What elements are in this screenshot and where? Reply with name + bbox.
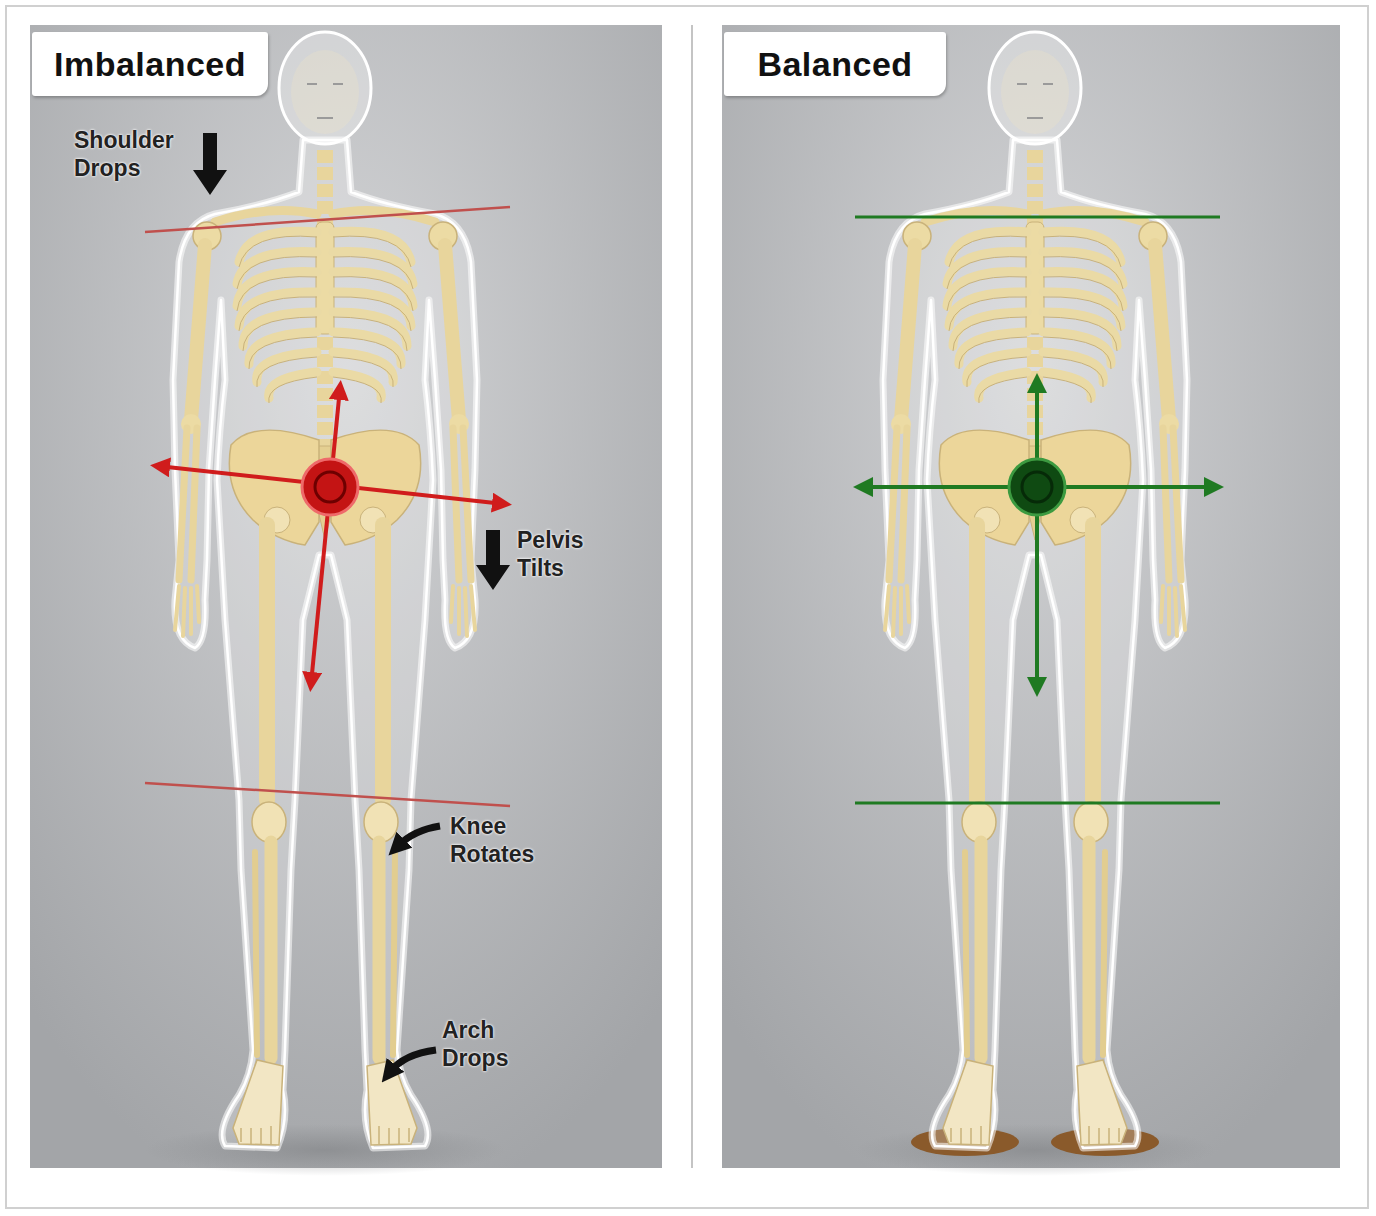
panel-heading: Balanced [724,32,946,96]
callout-label: Shoulder Drops [74,127,189,182]
center-target [315,472,345,502]
imbalance-markers [145,207,510,806]
divider [691,25,693,1168]
curved-arrow [390,1050,436,1072]
callout-label: Arch Drops [442,1017,526,1072]
callout-label: Pelvis Tilts [517,527,609,582]
left-panel [30,25,662,1168]
balanced-figure [883,32,1187,1148]
floor-shadow [855,1124,1215,1176]
balance-markers [855,217,1220,803]
panel-title: Balanced [757,45,912,84]
center-target [302,459,358,515]
floor-shadow [145,1124,505,1176]
down-arrow [193,133,227,195]
center-target [1009,459,1065,515]
body-axis [311,388,340,684]
callout-arrows [193,133,510,1072]
right-panel [722,25,1340,1168]
down-arrow [476,530,510,590]
imbalanced-figure [173,32,477,1148]
center-target [1022,472,1052,502]
shoulder-line [145,207,510,232]
knee-line [855,802,1220,805]
curved-arrow [398,826,440,846]
body-axis [1035,381,1039,689]
frame [6,6,1368,1208]
panel-title: Imbalanced [54,45,246,84]
knee-line [145,783,510,806]
callout-label: Knee Rotates [450,813,562,868]
panel-heading: Imbalanced [32,32,268,96]
shoulder-line [855,216,1220,219]
